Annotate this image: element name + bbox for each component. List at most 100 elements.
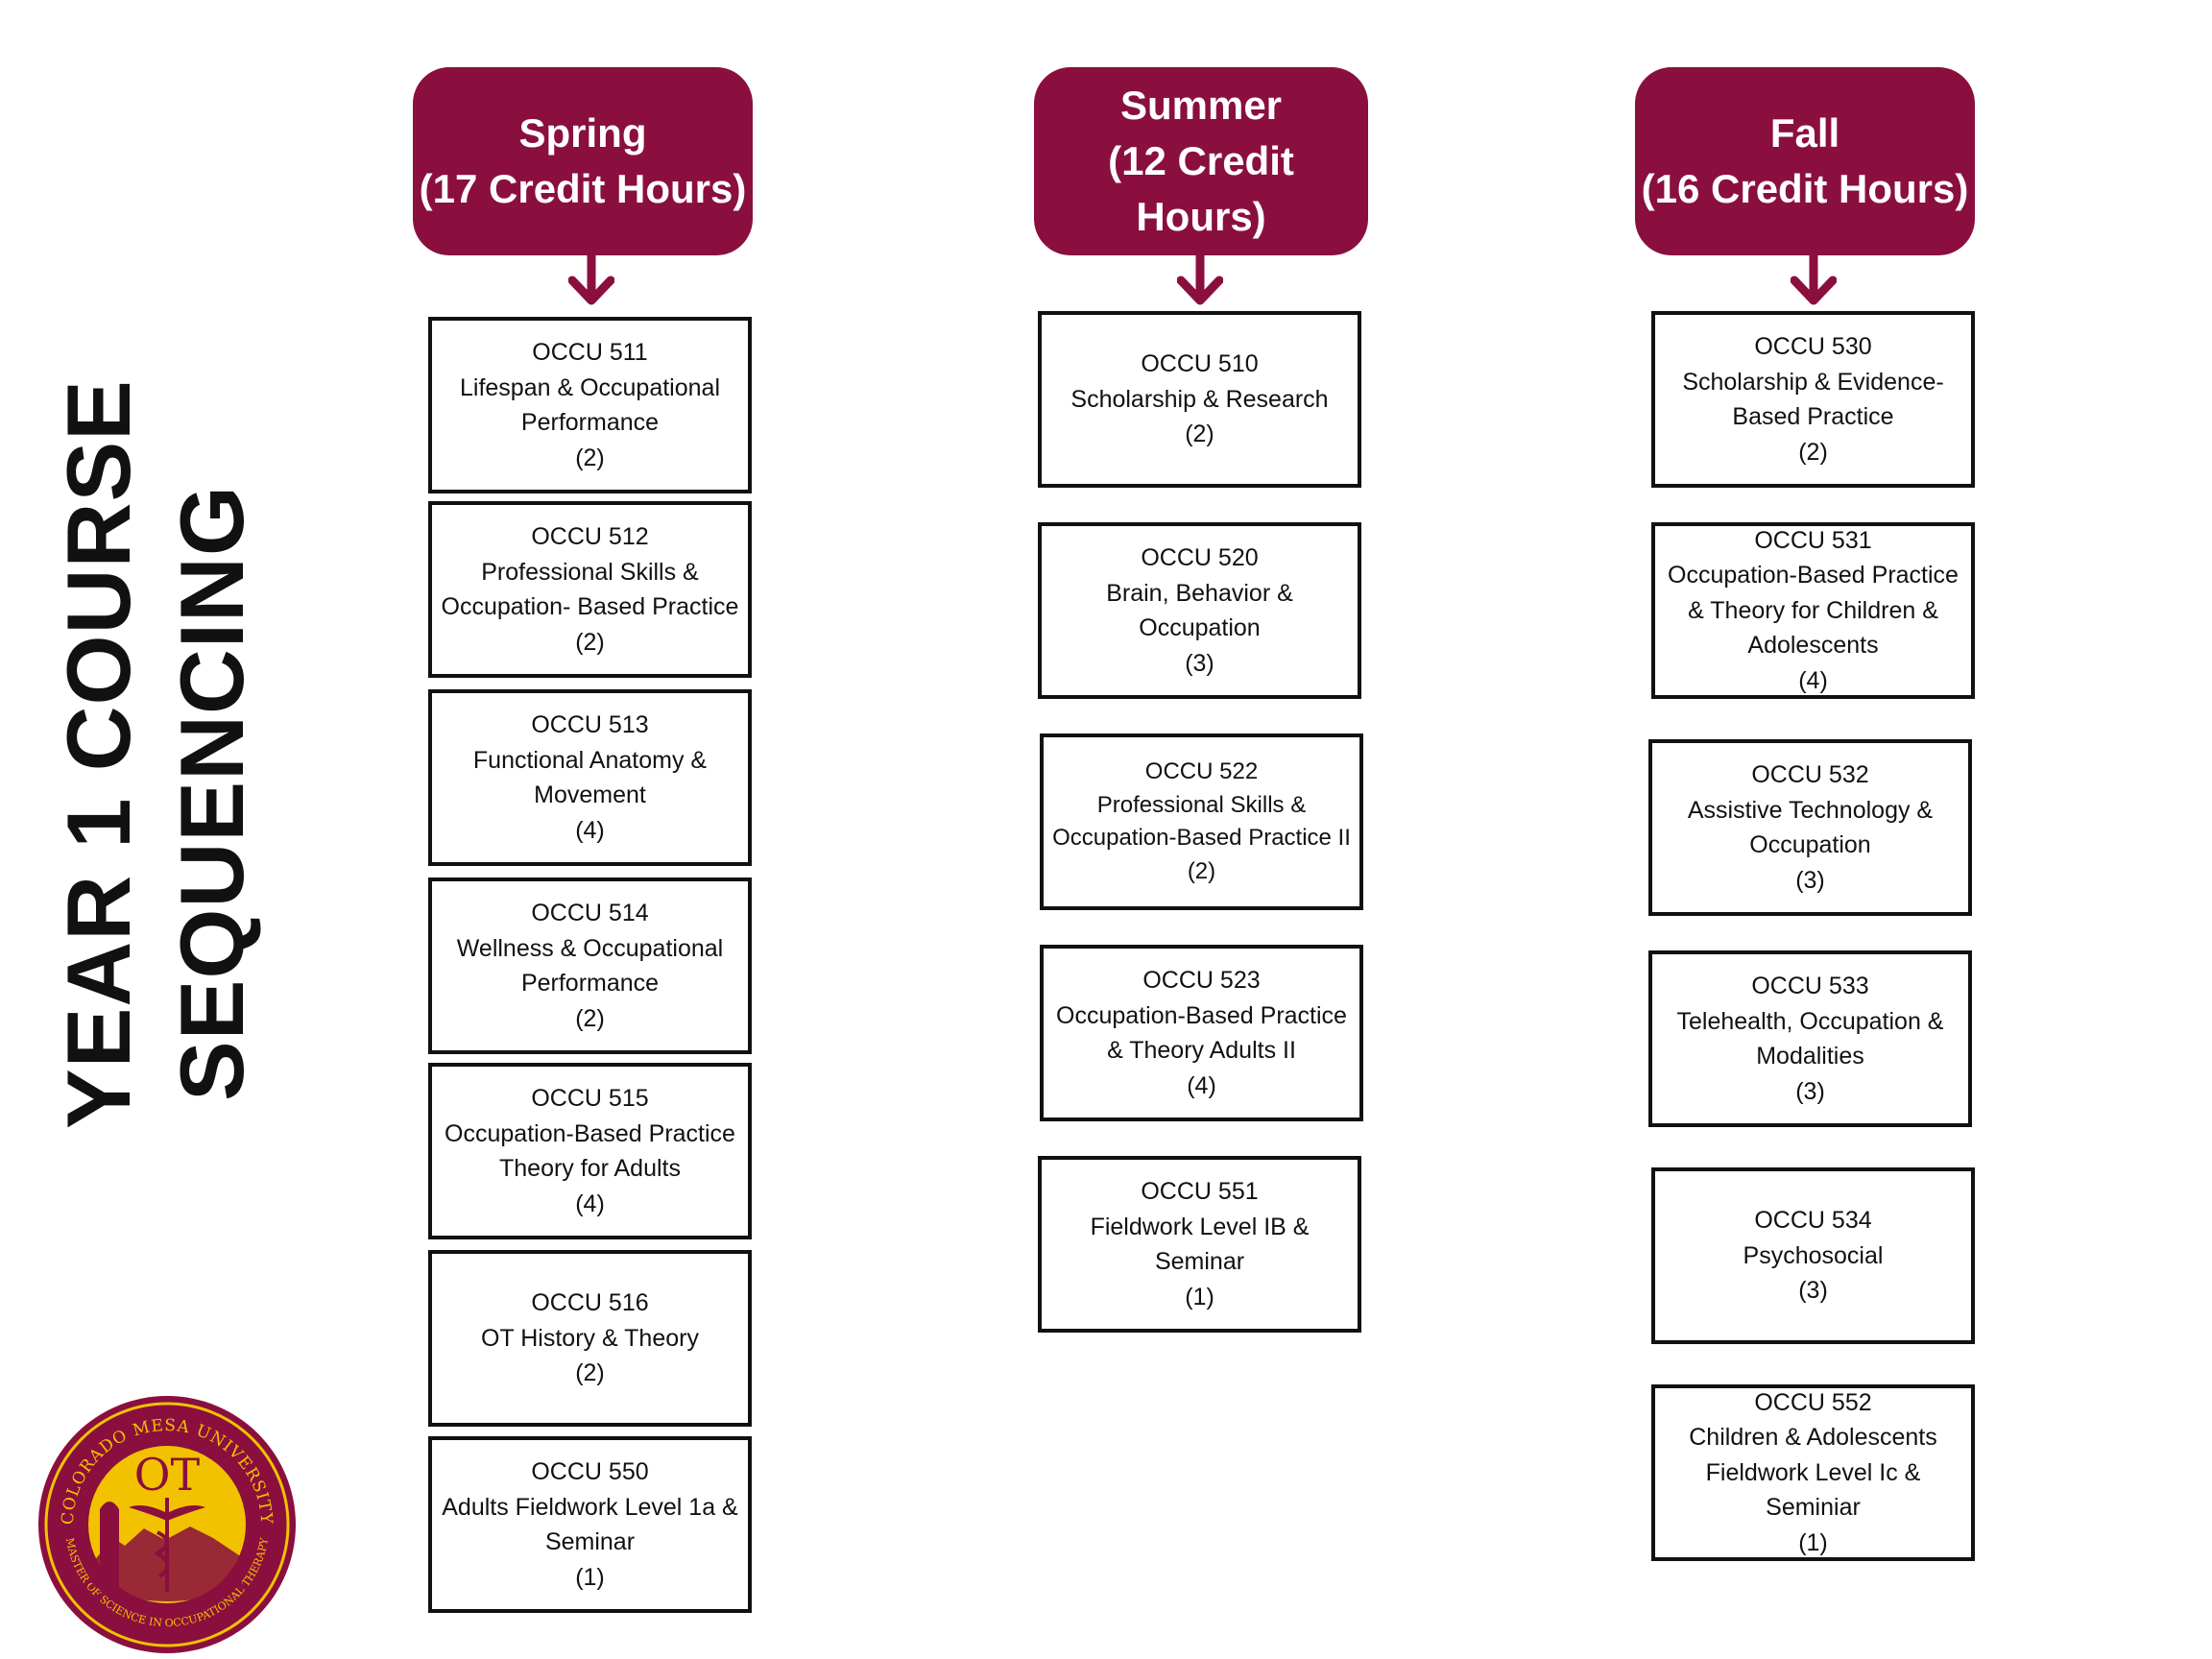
course-credits: (2) (575, 444, 605, 471)
course-title: Children & Adolescents (1689, 1424, 1937, 1452)
course-title: Scholarship & Research (1070, 385, 1329, 413)
course-credits: (3) (1798, 1277, 1828, 1305)
course-credits: (3) (1795, 866, 1825, 894)
course-credits: (1) (575, 1563, 605, 1591)
course-code: OCCU 514 (531, 900, 649, 926)
course-title: Occupation (1749, 831, 1871, 858)
course-credits: (4) (1187, 1071, 1216, 1099)
course-title: Seminar (544, 1528, 636, 1555)
page-title: YEAR 1 COURSE SEQUENCING (42, 379, 269, 1129)
course-card-occu-550: OCCU 550 Adults Fieldwork Level 1a & Sem… (428, 1436, 752, 1613)
title-line-1: YEAR 1 COURSE (48, 379, 149, 1129)
course-credits: (3) (1795, 1077, 1825, 1105)
course-card-occu-512: OCCU 512 Professional Skills & Occupatio… (428, 501, 752, 678)
course-title: Fieldwork Level IB & (1090, 1213, 1310, 1240)
course-code: OCCU 515 (531, 1085, 649, 1112)
course-title: OT History & Theory (481, 1324, 699, 1352)
course-credits: (1) (1185, 1283, 1214, 1310)
header-line: (16 Credit Hours) (1641, 166, 1969, 211)
course-card-occu-511: OCCU 511 Lifespan & Occupational Perform… (428, 317, 752, 493)
course-card-occu-523: OCCU 523 Occupation-Based Practice & The… (1040, 945, 1363, 1121)
course-title: Functional Anatomy & (472, 746, 708, 774)
header-line: (17 Credit Hours) (419, 166, 747, 211)
course-title: Adolescents (1747, 632, 1879, 660)
course-title: Fieldwork Level Ic & (1705, 1458, 1921, 1486)
logo-monogram: OT (134, 1449, 201, 1501)
course-card-occu-552: OCCU 552 Children & Adolescents Fieldwor… (1651, 1384, 1975, 1561)
course-title: Professional Skills & (481, 558, 699, 586)
course-card-occu-533: OCCU 533 Telehealth, Occupation & Modali… (1648, 950, 1972, 1127)
course-title: Occupation-Based Practice (445, 1119, 735, 1147)
course-title: Performance (520, 970, 660, 997)
header-line: Fall (1769, 110, 1840, 156)
course-code: OCCU 520 (1141, 544, 1259, 571)
course-title: Based Practice (1732, 403, 1894, 430)
course-title: Wellness & Occupational (456, 934, 724, 962)
course-credits: (2) (1187, 857, 1216, 884)
course-credits: (4) (1798, 666, 1828, 694)
course-code: OCCU 534 (1754, 1207, 1872, 1235)
course-card-occu-530: OCCU 530 Scholarship & Evidence- Based P… (1651, 311, 1975, 488)
course-code: OCCU 511 (532, 339, 648, 366)
course-title: Assistive Technology & (1687, 796, 1934, 824)
course-title: Occupation- Based Practice (441, 593, 739, 620)
course-card-occu-534: OCCU 534 Psychosocial (3) (1651, 1167, 1975, 1344)
course-title: Occupation (1139, 614, 1261, 641)
course-title: Seminar (1154, 1248, 1245, 1275)
course-credits: (2) (1185, 421, 1214, 448)
course-card-occu-520: OCCU 520 Brain, Behavior & Occupation (3… (1038, 522, 1361, 699)
course-credits: (2) (575, 628, 605, 656)
header-line: Summer (1119, 83, 1283, 128)
course-code: OCCU 522 (1144, 758, 1259, 784)
course-credits: (2) (1798, 438, 1828, 466)
course-credits: (3) (1185, 649, 1214, 677)
course-title: Lifespan & Occupational (459, 373, 720, 401)
course-credits: (4) (575, 816, 605, 844)
course-title: Occupation-Based Practice (1056, 1001, 1347, 1029)
down-arrow-icon (1177, 255, 1223, 305)
course-card-occu-515: OCCU 515 Occupation-Based Practice Theor… (428, 1063, 752, 1239)
course-card-occu-513: OCCU 513 Functional Anatomy & Movement (… (428, 689, 752, 866)
course-title: Scholarship & Evidence- (1682, 368, 1944, 396)
course-code: OCCU 510 (1141, 350, 1259, 378)
course-credits: (4) (575, 1190, 605, 1217)
course-title: Modalities (1756, 1043, 1864, 1070)
course-card-occu-510: OCCU 510 Scholarship & Research (2) (1038, 311, 1361, 488)
course-card-occu-551: OCCU 551 Fieldwork Level IB & Seminar (1… (1038, 1156, 1361, 1333)
course-credits: (2) (575, 1004, 605, 1032)
course-title: Movement (534, 781, 646, 808)
course-code: OCCU 516 (531, 1289, 649, 1317)
down-arrow-icon (568, 255, 614, 305)
course-card-occu-522: OCCU 522 Professional Skills & Occupatio… (1040, 733, 1363, 910)
course-code: OCCU 523 (1142, 967, 1261, 994)
course-code: OCCU 552 (1754, 1388, 1872, 1416)
course-title: Adults Fieldwork Level 1a & (442, 1493, 738, 1521)
course-code: OCCU 550 (531, 1458, 649, 1485)
course-title: Psychosocial (1743, 1241, 1884, 1269)
course-title: & Theory for Children & (1688, 596, 1938, 624)
down-arrow-icon (1791, 255, 1837, 305)
course-title: Professional Skills & (1096, 791, 1307, 818)
course-code: OCCU 513 (531, 711, 649, 738)
course-credits: (1) (1798, 1528, 1828, 1556)
course-card-occu-516: OCCU 516 OT History & Theory (2) (428, 1250, 752, 1427)
course-code: OCCU 512 (531, 523, 649, 550)
course-card-occu-514: OCCU 514 Wellness & Occupational Perform… (428, 878, 752, 1054)
semester-header-spring: Spring (17 Credit Hours) (413, 67, 753, 255)
course-title: Telehealth, Occupation & (1676, 1007, 1944, 1035)
semester-header-summer: Summer (12 Credit Hours) (1034, 67, 1368, 255)
course-title: Performance (520, 409, 660, 436)
course-title: Occupation-Based Practice (1668, 562, 1959, 589)
course-title: Seminiar (1766, 1494, 1861, 1522)
course-title: & Theory Adults II (1107, 1037, 1296, 1064)
course-code: OCCU 533 (1751, 973, 1869, 999)
course-title: Brain, Behavior & (1106, 579, 1293, 607)
course-title: Occupation-Based Practice II (1052, 825, 1351, 851)
course-card-occu-531: OCCU 531 Occupation-Based Practice & The… (1651, 522, 1975, 699)
course-card-occu-532: OCCU 532 Assistive Technology & Occupati… (1648, 739, 1972, 916)
semester-header-fall: Fall (16 Credit Hours) (1635, 67, 1975, 255)
course-title: Theory for Adults (499, 1155, 681, 1182)
course-code: OCCU 530 (1754, 333, 1872, 360)
cmu-ot-seal-logo: COLORADO MESA UNIVERSITY MASTER OF SCIEN… (38, 1396, 296, 1653)
header-line: Spring (518, 110, 647, 156)
